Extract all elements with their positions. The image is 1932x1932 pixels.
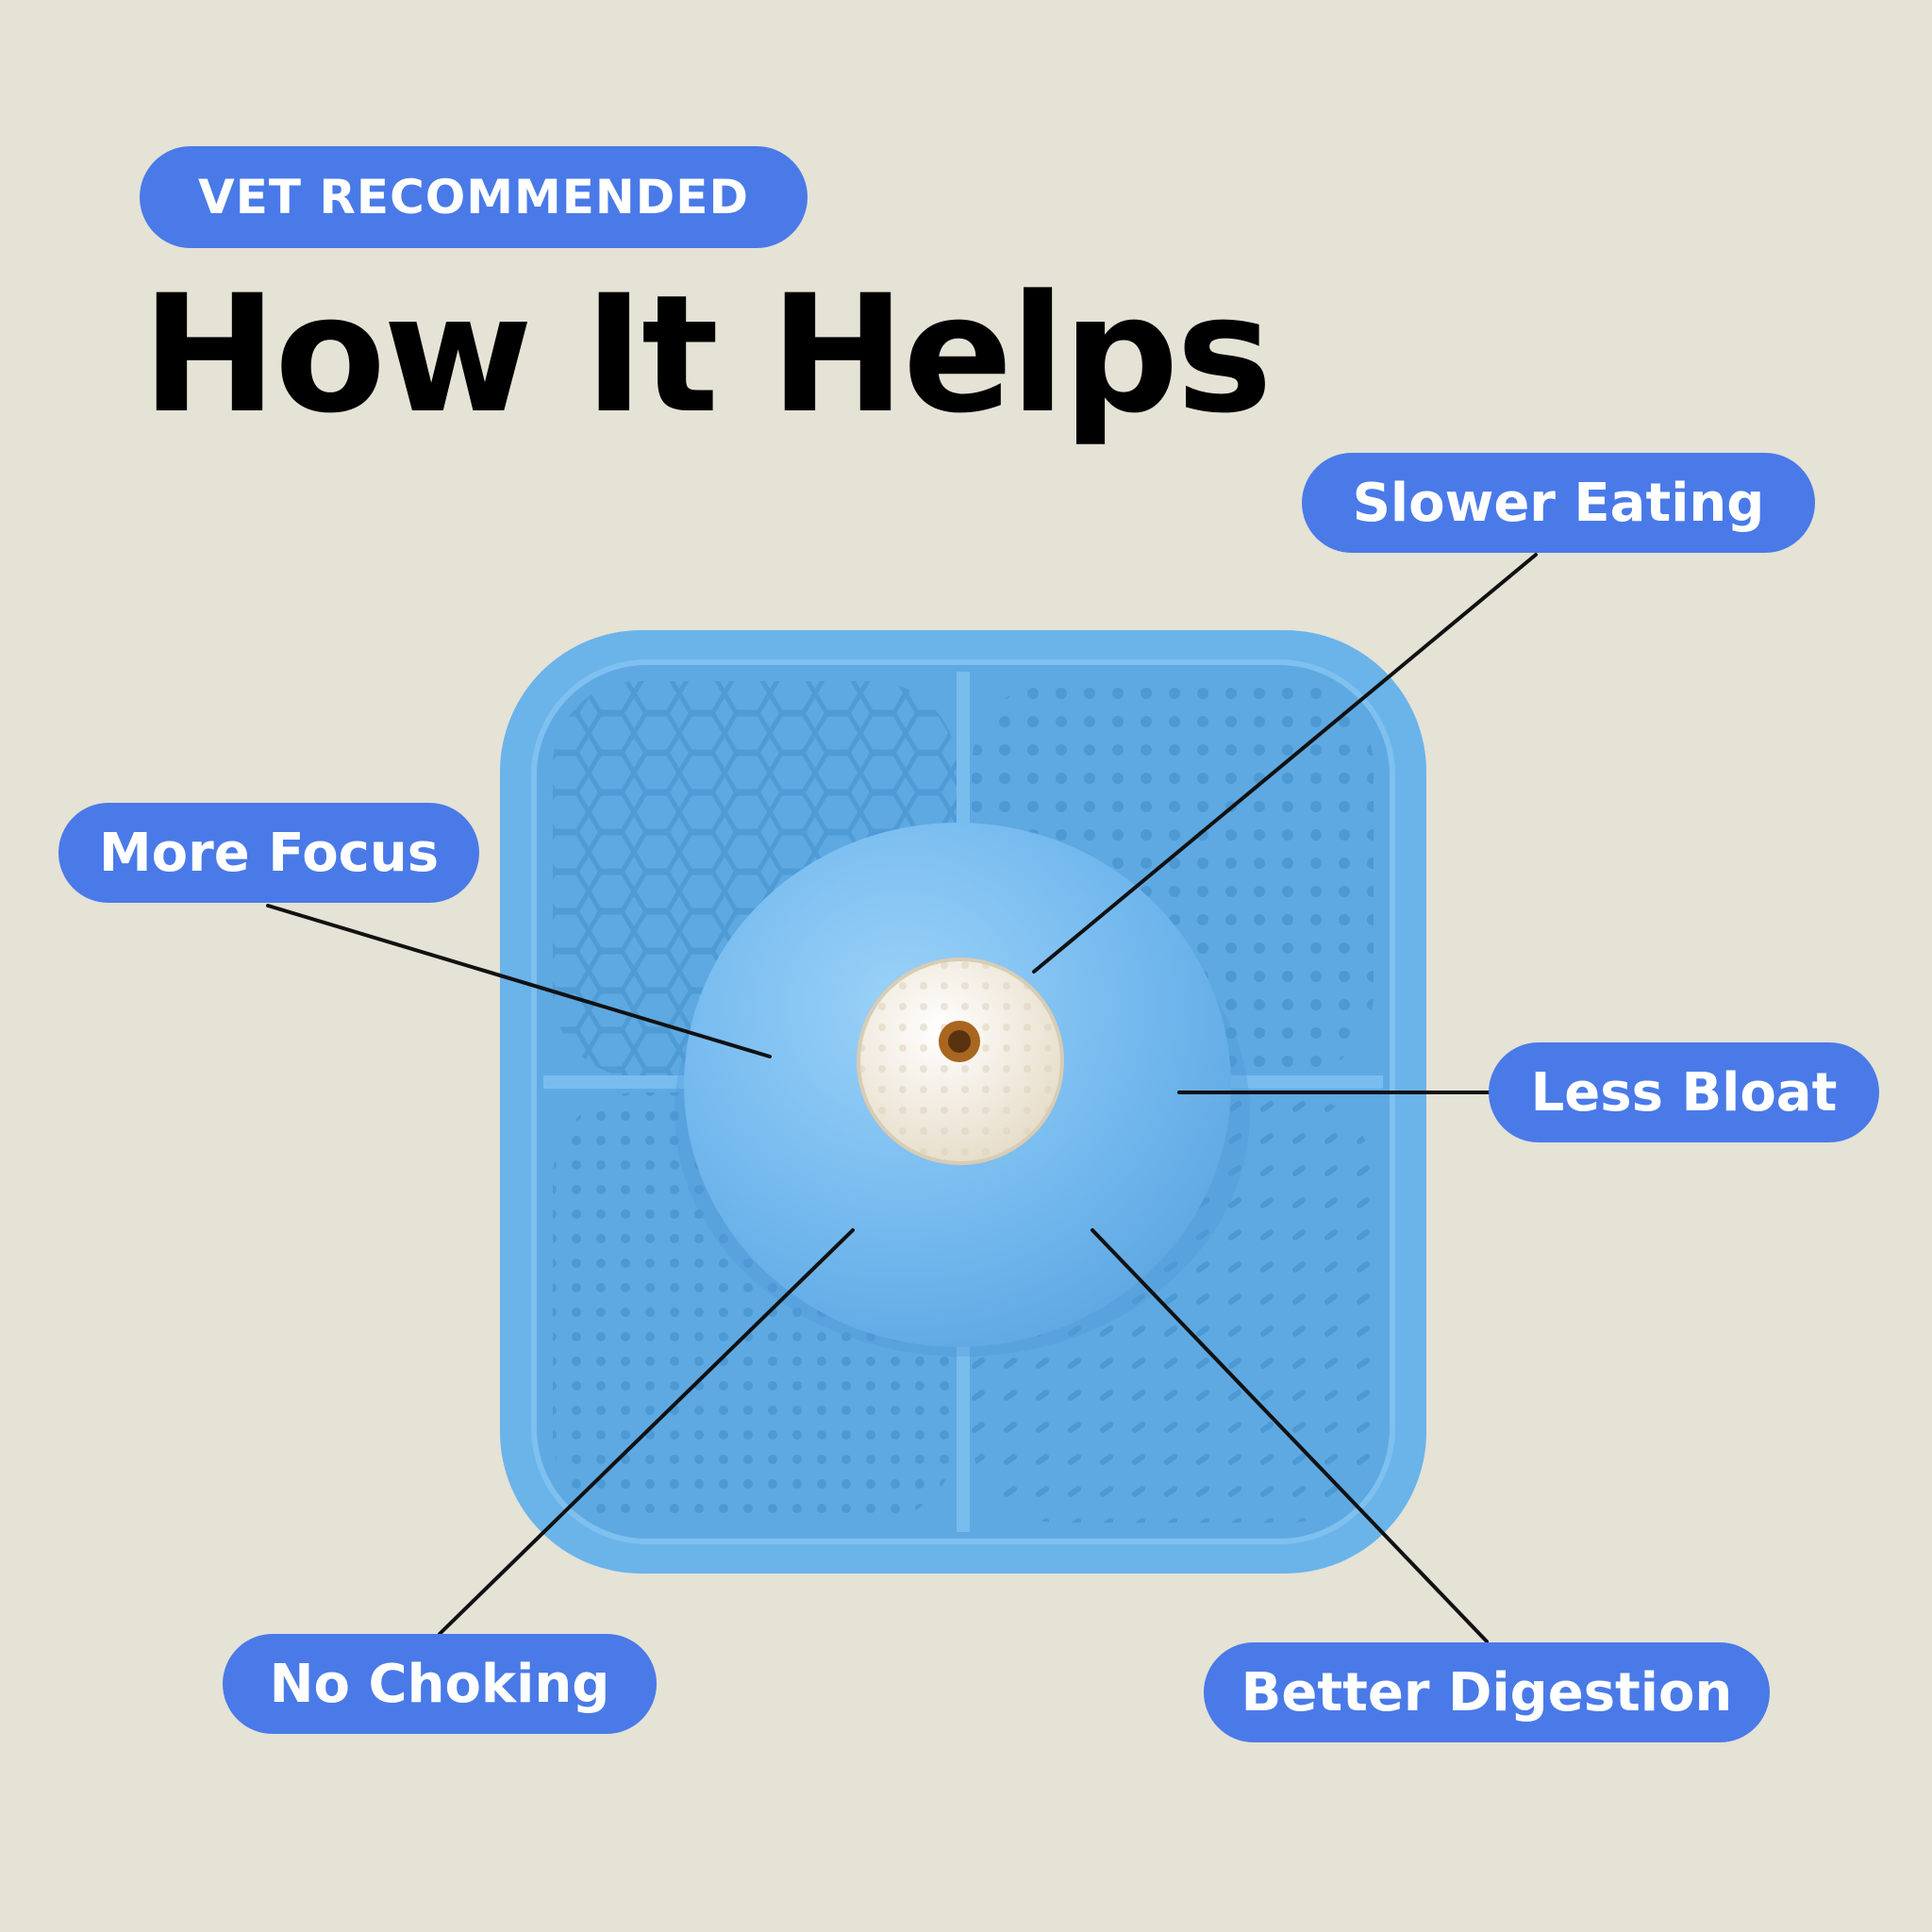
benefit-better-digestion: Better Digestion [1204,1642,1770,1742]
benefit-no-choking: No Choking [223,1634,657,1734]
benefit-less-bloat: Less Bloat [1489,1042,1879,1142]
vet-recommended-badge: VET RECOMMENDED [140,146,808,248]
line-better-digestion [1091,1228,1489,1643]
line-more-focus [266,904,772,1058]
treat-ball-icon [857,958,1064,1165]
benefit-slower-eating: Slower Eating [1302,453,1815,553]
benefit-more-focus: More Focus [58,803,479,903]
page-title: How It Helps [142,259,1273,449]
line-slower-eating [1032,553,1538,974]
line-no-choking [438,1228,855,1636]
callout-lines [266,553,1538,1643]
